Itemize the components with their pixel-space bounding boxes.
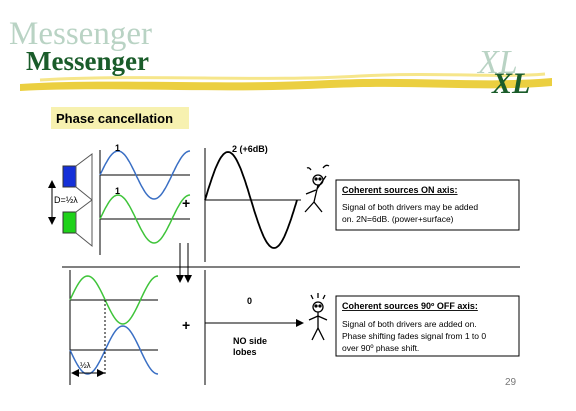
distance-label: D=½λ [54,195,78,205]
brand-ghost: Messenger [9,16,152,52]
off-axis-text-2: Phase shifting fades signal from 1 to 0 [342,331,486,341]
on-axis-title: Coherent sources ON axis: [342,185,458,195]
off-axis-text-1: Signal of both drivers are added on. [342,319,477,329]
header: Messenger Messenger XL XL [9,16,552,100]
title-highlight [51,107,189,129]
driver-green [62,211,77,234]
logo: XL [491,67,530,100]
top-green-wave [99,194,191,244]
top-diagram: D=½λ 1 1 + 2 (+6dB) Cohe [48,143,520,262]
off-axis-text-3: over 90º phase shift. [342,343,419,353]
sum-label: 2 (+6dB) [232,144,268,154]
confused-figure-icon [308,293,328,341]
bottom-diagram: ½λ + 0 NO side lobes Coherent sources 90… [69,270,520,385]
wave2-amplitude: 1 [115,186,120,196]
on-axis-text-1: Signal of both drivers may be added [342,202,478,212]
top-sum-wave [204,151,298,249]
top-blue-wave [99,150,191,200]
off-axis-title: Coherent sources 90º OFF axis: [342,301,478,311]
bottom-sum-label: 0 [247,296,252,306]
no-side-lobes-1: NO side [233,336,267,346]
no-side-lobes-2: lobes [233,347,257,357]
driver-blue-cone [75,153,93,202]
wave1-amplitude: 1 [115,143,120,153]
top-plus: + [182,195,190,211]
offset-label: ½λ [80,361,91,370]
yellow-brush-stroke [20,78,552,91]
logo-ghost: XL [476,44,518,81]
bottom-plus: + [182,317,190,333]
brush-highlight [39,72,546,82]
celebrating-figure-icon [304,164,330,213]
slide-title: Phase cancellation [56,111,173,126]
on-axis-box [335,179,520,231]
driver-green-cone [75,199,93,248]
driver-blue [62,165,77,188]
on-axis-text-2: on. 2N=6dB. (power+surface) [342,214,454,224]
brand-title: Messenger [26,46,149,76]
bottom-green-wave [69,275,159,325]
off-axis-box [335,295,520,357]
page-number: 29 [505,377,517,388]
